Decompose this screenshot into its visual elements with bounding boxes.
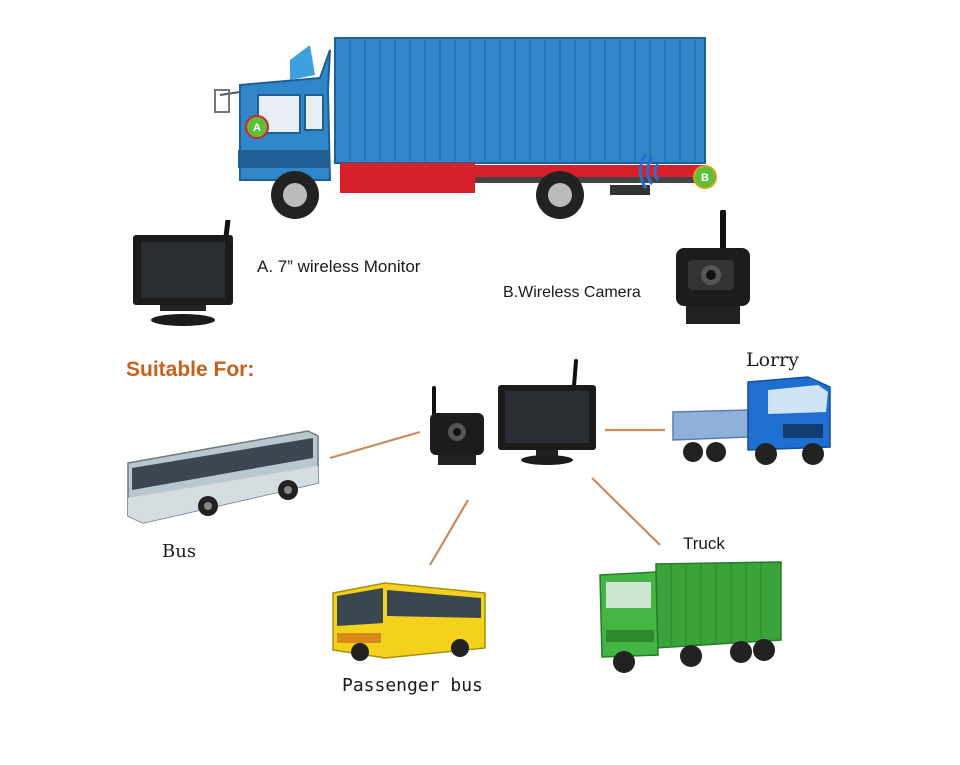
suitable-for-heading: Suitable For:: [126, 358, 255, 381]
passenger-bus-image: [332, 582, 486, 661]
marker-b-text: B: [701, 172, 709, 184]
connector-bus: [329, 430, 421, 460]
marker-a: [245, 115, 269, 139]
monitor-icon: [133, 220, 233, 326]
bus-label: Bus: [162, 541, 197, 562]
truck-label: Truck: [683, 534, 725, 553]
camera-label: B.Wireless Camera: [503, 284, 641, 301]
center-camera-icon: [430, 386, 484, 465]
camera-icon: [676, 210, 750, 324]
truck-image: [599, 561, 782, 673]
connector-truck: [591, 477, 661, 546]
passenger-bus-label: Passenger bus: [342, 675, 483, 696]
center-monitor-icon: [498, 359, 596, 465]
wifi-signal-icon: [638, 153, 660, 189]
lorry-image: [672, 376, 831, 465]
lorry-label: Lorry: [746, 349, 799, 371]
connector-passenger-bus: [429, 499, 469, 566]
monitor-label: A. 7” wireless Monitor: [257, 257, 421, 276]
marker-b: [693, 165, 717, 189]
marker-a-text: A: [253, 122, 261, 134]
bus-image: [127, 430, 319, 524]
hero-box-truck: A B: [214, 37, 717, 219]
